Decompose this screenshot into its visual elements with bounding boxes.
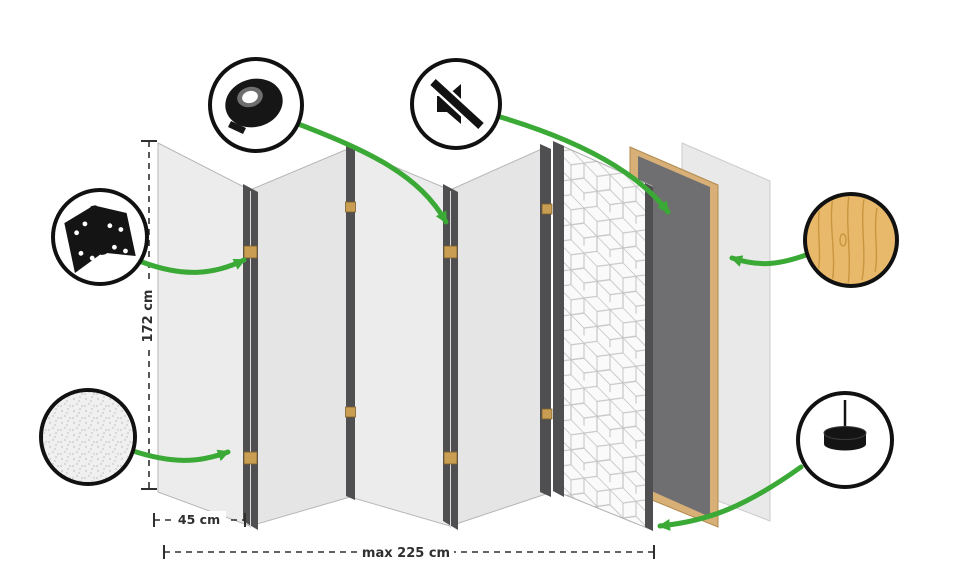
- tape-roll-icon: [225, 78, 283, 134]
- patterned-panel: [553, 141, 653, 531]
- patterned-panel-edges: [553, 141, 653, 531]
- panel-width-label: 45 cm: [178, 512, 220, 527]
- panel-1: [157, 142, 251, 527]
- arrow-fleece: [127, 447, 231, 463]
- height-dimension: 172 cm: [135, 140, 157, 490]
- hinge: [243, 245, 258, 259]
- wood-callout: [803, 192, 899, 288]
- panel-width-dimension: 45 cm: [153, 511, 246, 528]
- arrow-hinge: [139, 257, 247, 275]
- fleece-texture-icon: [43, 392, 133, 482]
- callout-arrows: [127, 113, 809, 531]
- hinge-callout: [51, 188, 149, 286]
- hinge: [541, 203, 553, 215]
- tape-callout: [208, 57, 304, 153]
- hinges: [243, 201, 553, 465]
- hinge-icon: [64, 205, 136, 273]
- hinge: [345, 406, 356, 418]
- hinge: [345, 201, 356, 213]
- mounting-pin-icon: [823, 400, 867, 451]
- max-width-dimension: max 225 cm: [163, 543, 655, 561]
- hinge: [243, 451, 258, 465]
- height-label: 172 cm: [141, 290, 156, 343]
- pin-callout: [796, 391, 894, 489]
- arrow-pin: [657, 464, 804, 531]
- frame-panel-inner: [638, 156, 710, 517]
- hinge: [541, 408, 553, 420]
- panel-2: [249, 147, 351, 527]
- mute-callout: [410, 58, 502, 150]
- fleece-callout: [39, 388, 137, 486]
- panel-4: [449, 146, 547, 527]
- arrow-mute: [494, 113, 671, 215]
- arrow-tape: [290, 119, 449, 225]
- folding-screen-panels: [157, 142, 547, 527]
- wood-texture-icon: [817, 197, 878, 283]
- hinge: [443, 245, 458, 259]
- muted-speaker-icon: [426, 75, 488, 133]
- max-width-label: max 225 cm: [362, 546, 450, 561]
- hinge: [443, 451, 458, 465]
- arrow-wood: [729, 252, 809, 267]
